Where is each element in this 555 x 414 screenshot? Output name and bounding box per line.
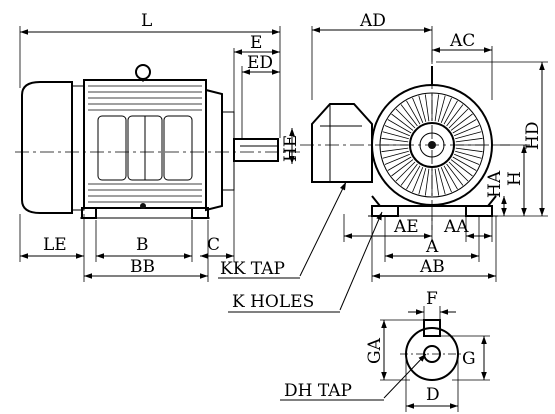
cooling-fins (88, 85, 202, 203)
fan-fin-line (434, 168, 440, 196)
dim-D-label: D (426, 385, 440, 405)
fan-fin-line (450, 159, 473, 177)
fan-fin-line (424, 94, 430, 122)
fan-fin-line (406, 100, 421, 125)
dim-E-label: E (250, 33, 262, 53)
dim-G-label: G (462, 349, 476, 369)
fan-fin-line (446, 163, 464, 186)
fan-fin-line (452, 156, 477, 171)
fan-cover (21, 81, 73, 214)
fan-fin-line (418, 95, 427, 122)
dim-ED-label: ED (247, 53, 273, 73)
dim-B-label: B (136, 235, 149, 255)
fan-fin-line (391, 159, 414, 177)
dim-AA-label: AA (443, 217, 469, 237)
end-dimensions: AD AC HD HA H AE AA A (311, 11, 548, 282)
fan-fin-line (382, 150, 409, 159)
callout-k-holes: K HOLES (232, 292, 314, 312)
fan-fin-line (448, 108, 469, 129)
terminal-box (311, 103, 373, 183)
dim-F-label: F (426, 289, 438, 309)
fan-fin-line (424, 168, 430, 196)
fan-fin-line (434, 94, 440, 122)
radial-fins (381, 94, 483, 196)
dim-AE-label: AE (393, 217, 419, 237)
fan-fin-line (455, 147, 483, 153)
dim-AC-label: AC (449, 31, 475, 51)
fan-fin-line (400, 104, 418, 127)
dim-H-label: H (505, 171, 525, 186)
dim-L-label: L (141, 11, 152, 31)
fan-fin-line (387, 156, 412, 171)
fan-fin-line (455, 137, 483, 143)
side-dimensions: L E ED HE LE B C BB (19, 11, 301, 282)
dim-GA-label: GA (365, 337, 385, 364)
end-view (300, 50, 510, 230)
fan-fin-line (382, 131, 409, 140)
fan-fin-line (452, 119, 477, 134)
fan-fin-line (406, 165, 421, 190)
side-view (15, 64, 300, 219)
fan-fin-line (412, 97, 424, 123)
dim-C-label: C (207, 235, 220, 255)
fan-fin-line (440, 97, 452, 123)
dim-HD-label: HD (523, 122, 543, 150)
dim-LE-label: LE (43, 235, 67, 255)
fan-fin-line (437, 168, 446, 195)
fan-fin-line (440, 167, 452, 193)
fan-fin-line (455, 150, 482, 159)
fan-fin-line (418, 168, 427, 195)
fan-fin-line (381, 137, 409, 143)
fan-fin-line (400, 163, 418, 186)
fan-fin-line (454, 125, 480, 137)
dim-HE-label: HE (281, 135, 301, 162)
fan-fin-line (381, 147, 409, 153)
shaft (233, 138, 279, 162)
fan-fin-line (395, 108, 416, 129)
dim-AB-label: AB (419, 257, 445, 277)
fan-fin-line (443, 100, 458, 125)
fan-fin-line (437, 95, 446, 122)
fan-fin-line (446, 104, 464, 127)
fan-fin-line (450, 113, 473, 131)
dim-HA-label: HA (485, 170, 505, 198)
callout-dh-tap: DH TAP (284, 381, 352, 401)
fan-fin-line (448, 161, 469, 182)
fan-fin-line (412, 167, 424, 193)
callouts: KK TAP K HOLES DH TAP (218, 181, 427, 401)
lifting-eye (135, 64, 151, 80)
fan-fin-line (387, 119, 412, 134)
fan-fin-line (443, 165, 458, 190)
dim-AD-label: AD (359, 11, 386, 31)
shaft-end-dimensions: F GA G D (365, 289, 490, 412)
fan-fin-line (384, 125, 410, 137)
fan-fin-line (391, 113, 414, 131)
dim-A-label: A (425, 237, 439, 257)
fan-fin-line (454, 153, 480, 165)
fan-fin-line (455, 131, 482, 140)
end-bracket (205, 88, 223, 212)
dim-BB-label: BB (130, 257, 155, 277)
fan-fin-line (384, 153, 410, 165)
callout-kk-tap: KK TAP (220, 259, 285, 279)
fan-fin-line (395, 161, 416, 182)
